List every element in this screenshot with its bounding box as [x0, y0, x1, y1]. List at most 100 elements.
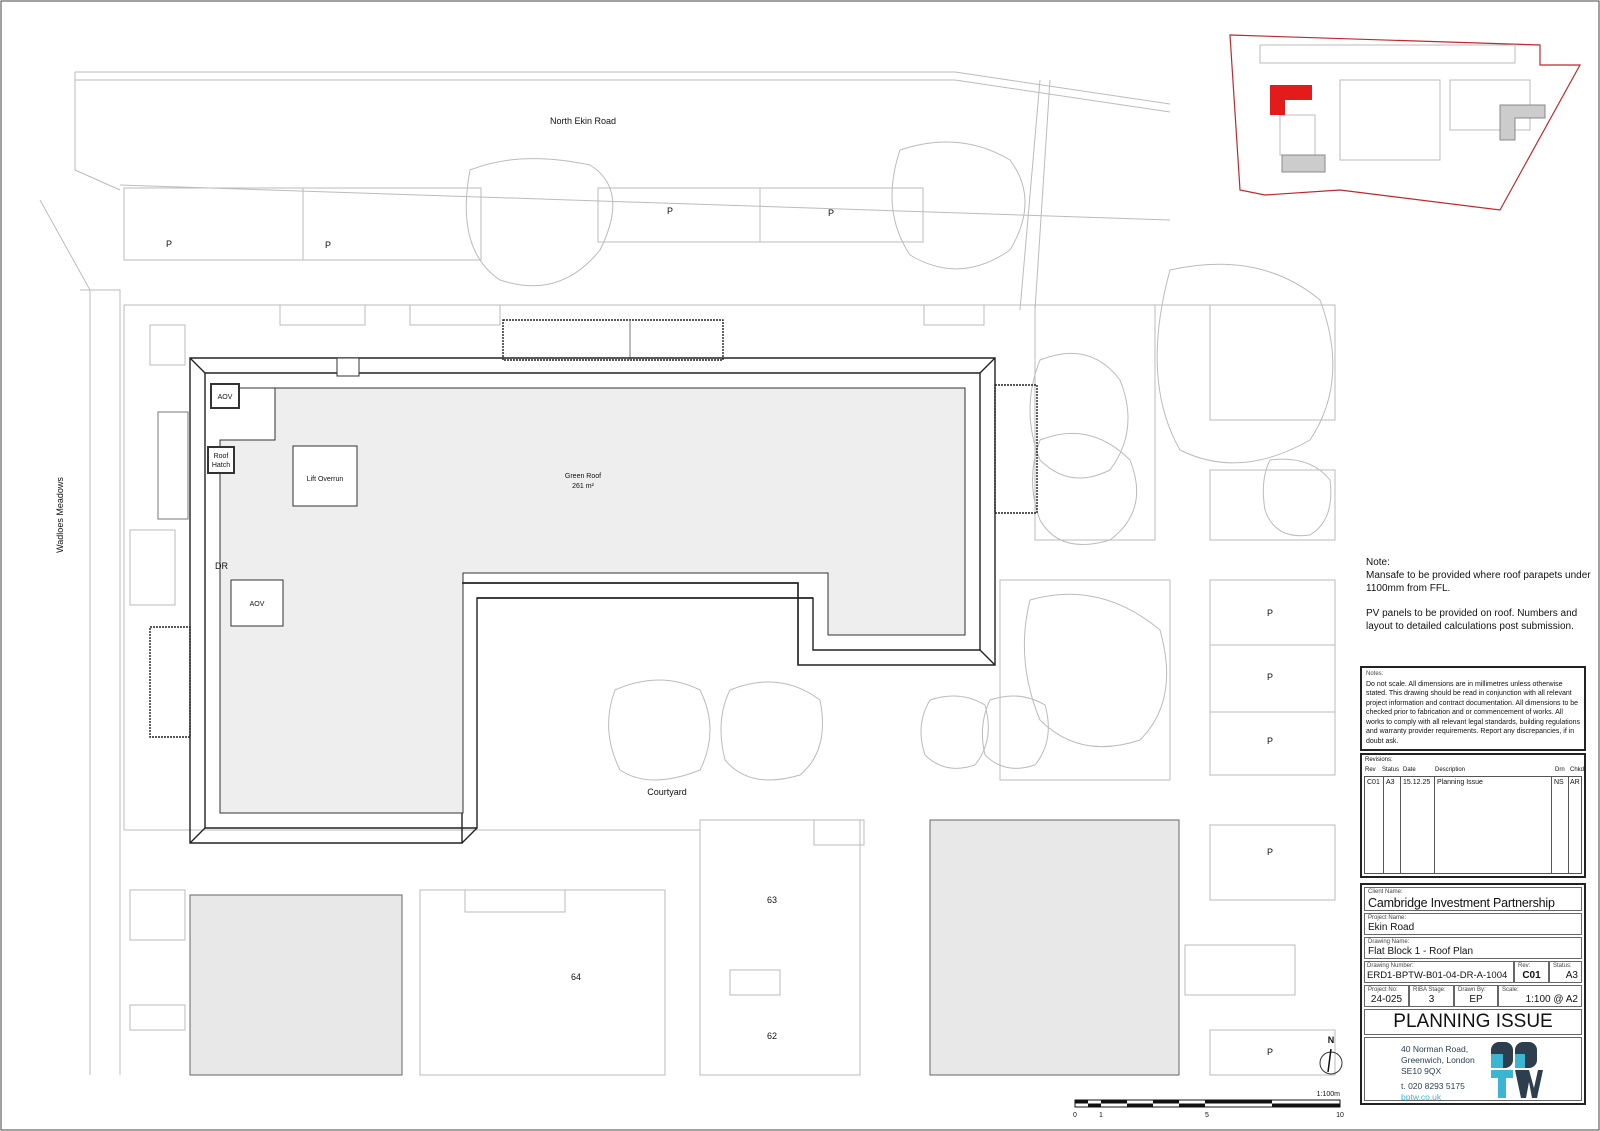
practice-phone: t. 020 8293 5175 — [1401, 1081, 1465, 1091]
col-date: Date — [1403, 767, 1416, 773]
parking-label: P — [667, 206, 673, 216]
scale-tick: 5 — [1205, 1112, 1209, 1119]
scale-tick: 10 — [1336, 1112, 1344, 1119]
lift-overrun-label: Lift Overrun — [307, 476, 344, 483]
project-no-caption: Project No: — [1368, 987, 1398, 993]
scale-value: 1:100 @ A2 — [1525, 994, 1578, 1005]
address-line: 40 Norman Road, — [1401, 1044, 1469, 1054]
dr-label: DR — [215, 561, 228, 571]
road-label-west: Wadloes Meadows — [55, 477, 65, 553]
surrounding-buildings — [123, 304, 1336, 1076]
revisions-table-row: C01 A3 15.12.25 Planning Issue NS AR — [1364, 776, 1582, 874]
scale-caption: Scale: — [1502, 987, 1519, 993]
trees — [465, 141, 1334, 781]
project-no: 24-025 — [1370, 994, 1403, 1005]
parking-label: P — [1267, 847, 1273, 857]
parking-label: P — [1267, 736, 1273, 746]
col-drn: Drn — [1555, 767, 1565, 773]
rev-value: C01 — [1522, 970, 1541, 981]
drawn-by-cell: Drawn By: EP — [1454, 985, 1498, 1007]
scale-unit-label: 1:100m — [1317, 1091, 1341, 1098]
flat-block-1-roof — [189, 357, 996, 844]
note-title: Note: — [1366, 557, 1390, 568]
status-cell: A3 — [1384, 777, 1401, 873]
revisions-header: Rev Status Date Description Drn Chkd — [1365, 767, 1585, 775]
practice-address: 40 Norman Road, Greenwich, London SE10 9… — [1401, 1044, 1475, 1103]
drawn-by: EP — [1469, 994, 1483, 1005]
roof-hatch-label: Roof — [214, 453, 229, 460]
rev-caption: Rev: — [1518, 963, 1531, 969]
riba-caption: RIBA Stage: — [1413, 987, 1446, 993]
scale-bar: 1:100m 0 1 5 10 — [1073, 1091, 1344, 1119]
col-status: Status — [1382, 767, 1400, 773]
road-label-north: North Ekin Road — [550, 116, 616, 126]
general-notes-box: Notes: Do not scale. All dimensions are … — [1360, 666, 1586, 751]
roof-note: Note: Mansafe to be provided where roof … — [1366, 556, 1591, 645]
key-plan — [1229, 34, 1582, 211]
drn-cell: NS — [1552, 777, 1569, 873]
courtyard-label: Courtyard — [647, 787, 687, 797]
parking-label: P — [1267, 672, 1273, 682]
lift-overrun — [292, 445, 358, 507]
parking-label: P — [828, 208, 834, 218]
roof-hatch — [207, 446, 235, 474]
aov-label: AOV — [218, 394, 233, 401]
north-arrow-icon: N — [1319, 1035, 1343, 1075]
bptw-logo — [1491, 1042, 1543, 1098]
project-cell: Project Name: Ekin Road — [1364, 913, 1582, 935]
north-road — [39, 71, 1171, 1075]
parking-label: P — [1267, 1047, 1273, 1057]
project-no-cell: Project No: 24-025 — [1364, 985, 1409, 1007]
drawing-name-cell: Drawing Name: Flat Block 1 - Roof Plan — [1364, 937, 1582, 959]
status-value: A3 — [1565, 970, 1578, 981]
client-name: Cambridge Investment Partnership — [1368, 896, 1555, 910]
parking-label: P — [1267, 608, 1273, 618]
riba-cell: RIBA Stage: 3 — [1409, 985, 1454, 1007]
scale-cell: Scale: 1:100 @ A2 — [1498, 985, 1582, 1007]
practice-info-cell: 40 Norman Road, Greenwich, London SE10 9… — [1364, 1037, 1582, 1103]
status-cell: Status: A3 — [1549, 961, 1582, 983]
project-name: Ekin Road — [1368, 922, 1415, 933]
client-caption: Client Name: — [1368, 889, 1403, 895]
green-roof-label: Green Roof — [565, 473, 601, 480]
address-line: SE10 9QX — [1401, 1066, 1442, 1076]
col-chkd: Chkd — [1570, 767, 1585, 773]
client-cell: Client Name: Cambridge Investment Partne… — [1364, 887, 1582, 911]
practice-website[interactable]: bptw.co.uk — [1401, 1092, 1442, 1102]
plot-number: 63 — [767, 895, 777, 905]
address-line: Greenwich, London — [1401, 1055, 1475, 1065]
description-cell: Planning Issue — [1435, 777, 1552, 873]
project-caption: Project Name: — [1368, 915, 1407, 921]
roof-hatch-label: Hatch — [212, 462, 230, 469]
title-block: Client Name: Cambridge Investment Partne… — [1360, 883, 1586, 1105]
parking-label: P — [325, 240, 331, 250]
revisions-title: Revisions: — [1365, 757, 1393, 763]
drawing-labels: North Ekin Road Wadloes Meadows P P P P … — [55, 116, 1273, 1057]
green-roof-area-label: 261 m² — [572, 483, 594, 490]
rev-cell: Rev: C01 — [1514, 961, 1549, 983]
revisions-box: Revisions: Rev Status Date Description D… — [1360, 753, 1586, 878]
chkd-cell: AR — [1570, 779, 1580, 786]
aov-upper — [210, 383, 240, 409]
col-description: Description — [1435, 767, 1466, 773]
aov-lower — [230, 579, 284, 627]
plot-number: 64 — [571, 972, 581, 982]
scale-tick: 0 — [1073, 1112, 1077, 1119]
parking-label: P — [166, 239, 172, 249]
drawn-by-caption: Drawn By: — [1458, 987, 1486, 993]
note-line: PV panels to be provided on roof. Number… — [1366, 608, 1578, 632]
riba-stage: 3 — [1428, 994, 1435, 1005]
plot-number: 62 — [767, 1031, 777, 1041]
date-cell: 15.12.25 — [1401, 777, 1435, 873]
drawing-number: ERD1-BPTW-B01-04-DR-A-1004 — [1367, 970, 1508, 981]
status-caption: Status: — [1553, 963, 1572, 969]
green-roof-area — [219, 387, 966, 814]
col-rev: Rev — [1365, 767, 1376, 773]
notes-text: Do not scale. All dimensions are in mill… — [1366, 680, 1580, 745]
planning-issue-banner: PLANNING ISSUE — [1364, 1009, 1582, 1035]
rev-cell: C01 — [1365, 777, 1384, 873]
drawing-number-cell: Drawing Number: ERD1-BPTW-B01-04-DR-A-10… — [1364, 961, 1514, 983]
key-plan-highlight — [1270, 85, 1312, 115]
